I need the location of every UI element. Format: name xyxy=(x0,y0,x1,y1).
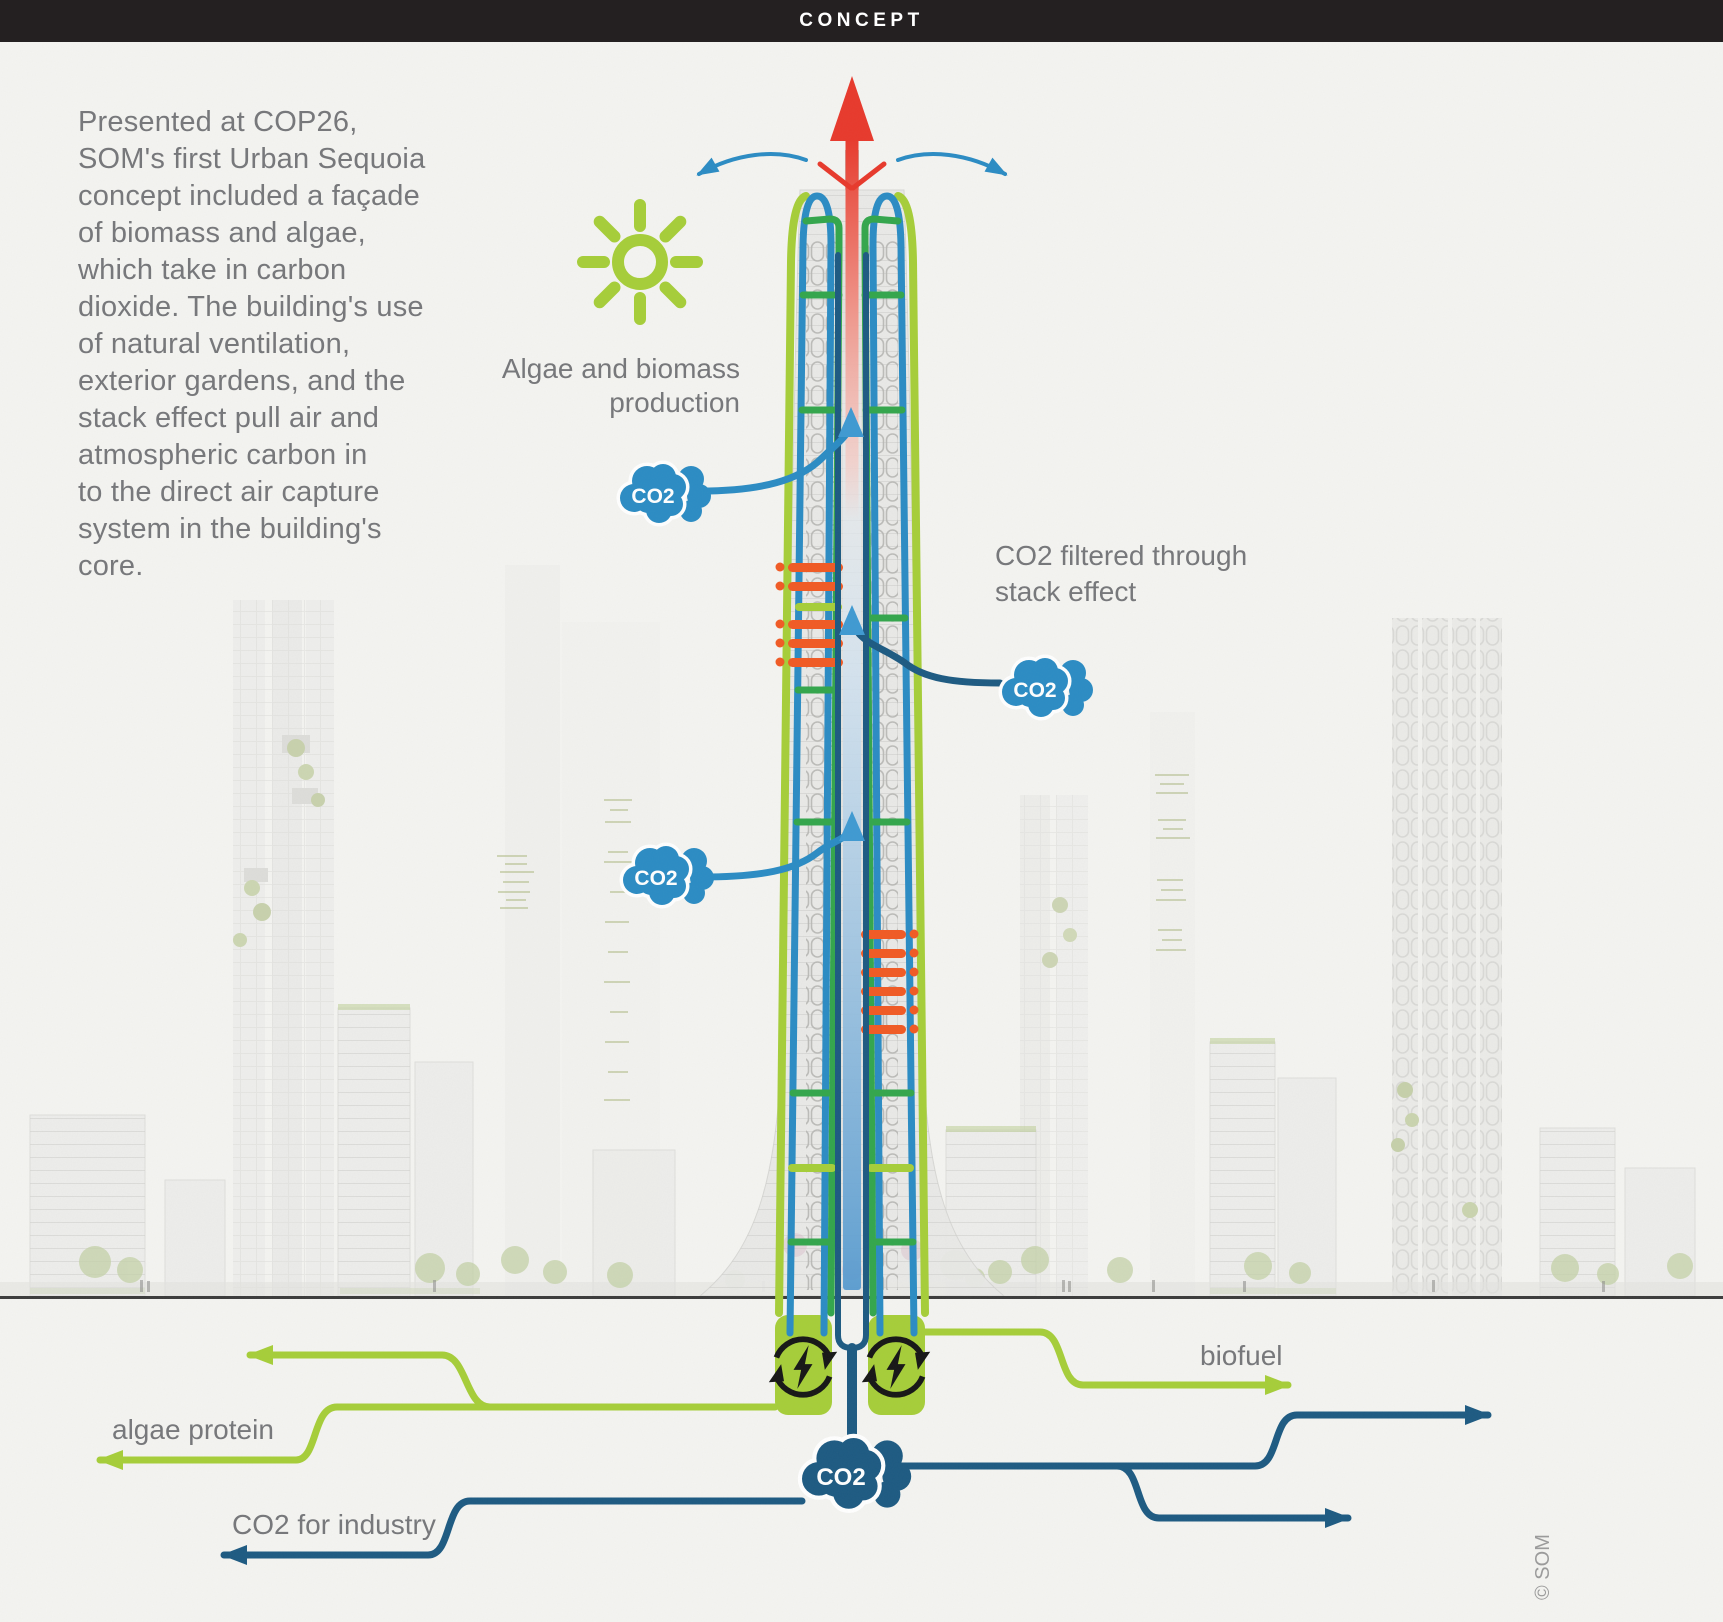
description-line: stack effect pull air and xyxy=(78,402,380,434)
description-line: to the direct air capture xyxy=(78,476,380,508)
page-title: CONCEPT xyxy=(799,10,924,31)
label-co2-filtered: CO2 filtered through stack effect xyxy=(995,538,1315,610)
header-bar: CONCEPT xyxy=(0,0,1723,42)
description-line: of natural ventilation, xyxy=(78,328,351,360)
label-line: production xyxy=(609,387,740,418)
credit-som: © SOM xyxy=(1532,1534,1554,1600)
description-line: atmospheric carbon in xyxy=(78,439,368,471)
label-line: Algae and biomass xyxy=(501,353,740,384)
label-co2-for-industry: CO2 for industry xyxy=(232,1509,436,1540)
description-line: which take in carbon xyxy=(78,254,347,286)
label-line: CO2 filtered through xyxy=(995,540,1248,571)
description-line: concept included a façade xyxy=(78,180,420,212)
description-line: of biomass and algae, xyxy=(78,217,366,249)
description-paragraph: Presented at COP26, SOM's first Urban Se… xyxy=(78,104,425,585)
description-line: dioxide. The building's use xyxy=(78,291,424,323)
description-line: exterior gardens, and the xyxy=(78,365,406,397)
label-algae-protein: algae protein xyxy=(112,1414,274,1445)
description-line: core. xyxy=(78,550,144,582)
label-line: stack effect xyxy=(995,576,1137,607)
label-biofuel: biofuel xyxy=(1200,1340,1283,1371)
description-line: SOM's first Urban Sequoia xyxy=(78,143,426,175)
label-algae-biomass: Algae and biomass production xyxy=(440,352,740,420)
description-line: system in the building's xyxy=(78,513,382,545)
description-line: Presented at COP26, xyxy=(78,106,358,138)
